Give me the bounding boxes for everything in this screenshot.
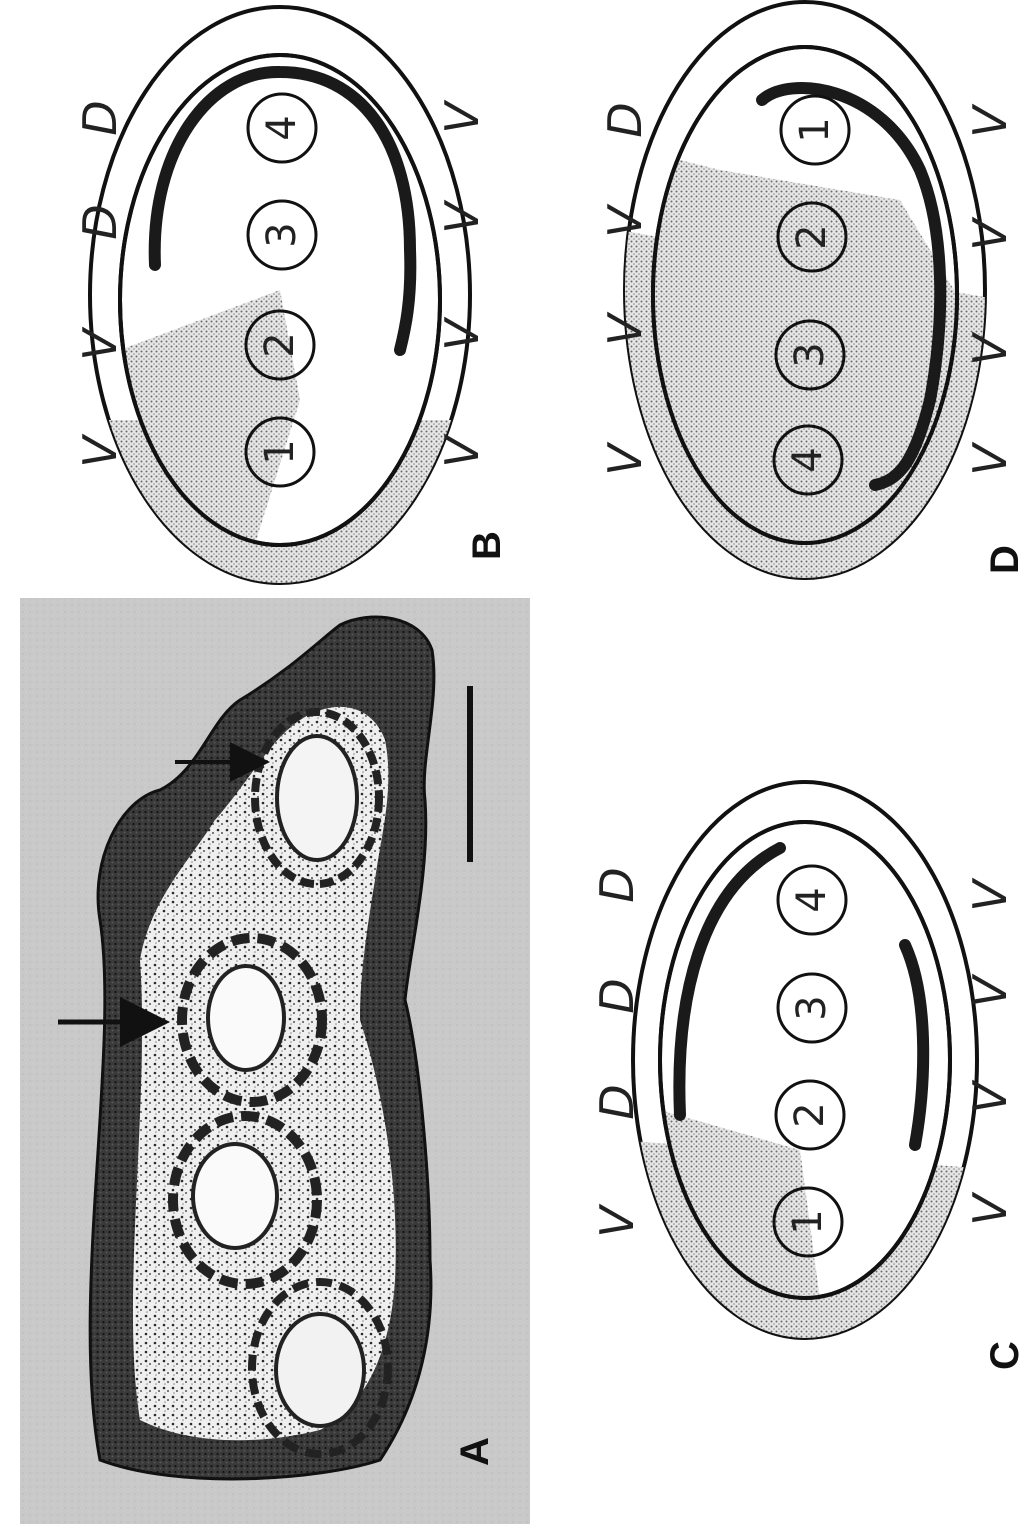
panel-d-bottom-letter-3: V xyxy=(963,216,1017,251)
panel-b: 1 2 3 4 V V D D V V V V B xyxy=(60,7,509,600)
panel-c-top-letter-2: D xyxy=(590,1084,644,1119)
panel-d-bottom-letter-4: V xyxy=(963,103,1017,138)
panel-a: A xyxy=(20,598,530,1524)
panel-c-bottom-letter-3: V xyxy=(963,973,1017,1008)
svg-text:3: 3 xyxy=(259,222,305,247)
panel-c-bottom-letter-2: V xyxy=(963,1079,1017,1114)
panel-b-bottom-letter-2: V xyxy=(435,316,489,351)
svg-text:4: 4 xyxy=(789,887,835,912)
svg-text:2: 2 xyxy=(787,1102,833,1127)
svg-text:3: 3 xyxy=(789,995,835,1020)
svg-text:1: 1 xyxy=(792,117,838,142)
svg-text:1: 1 xyxy=(785,1209,831,1234)
panel-c-bottom-letter-4: V xyxy=(963,877,1017,912)
panel-c: 1 2 3 4 V D D D V V V V C xyxy=(590,782,1027,1370)
panel-b-label: B xyxy=(465,531,509,560)
panel-d-top-letter-1: V xyxy=(598,441,652,476)
panel-d-bottom-letter-1: V xyxy=(963,441,1017,476)
svg-text:2: 2 xyxy=(257,332,303,357)
cavity-lower-middle xyxy=(193,1144,277,1248)
panel-b-bottom-letter-3: V xyxy=(435,199,489,234)
panel-d-top-letter-4: D xyxy=(598,102,652,137)
panel-a-label: A xyxy=(453,1437,497,1466)
panel-c-top-letter-3: D xyxy=(590,978,644,1013)
cavity-right xyxy=(277,736,357,860)
svg-text:3: 3 xyxy=(787,342,833,367)
svg-text:4: 4 xyxy=(259,115,305,140)
panel-b-top-letter-3: D xyxy=(73,204,127,239)
svg-text:2: 2 xyxy=(789,224,835,249)
svg-text:4: 4 xyxy=(785,447,831,472)
panel-c-bottom-letter-1: V xyxy=(963,1191,1017,1226)
cavity-upper-middle xyxy=(208,966,284,1070)
panel-d-label: D xyxy=(983,545,1027,574)
panel-b-top-letter-1: V xyxy=(73,433,127,468)
panel-d-top-letter-3: V xyxy=(598,203,652,238)
svg-text:1: 1 xyxy=(257,439,303,464)
panel-c-label: C xyxy=(983,1341,1027,1370)
panel-b-bottom-letter-1: V xyxy=(435,433,489,468)
cavity-left xyxy=(276,1314,364,1426)
panel-d: 4 3 2 1 V V V D V V V V D xyxy=(598,2,1027,600)
panel-c-top-letter-4: D xyxy=(590,867,644,902)
panel-d-bottom-letter-2: V xyxy=(963,331,1017,366)
panel-b-top-letter-4: D xyxy=(73,100,127,135)
panel-b-top-letter-2: V xyxy=(73,326,127,361)
panel-d-top-letter-2: V xyxy=(598,311,652,346)
panel-c-top-letter-1: V xyxy=(590,1203,644,1238)
panel-b-bottom-letter-4: V xyxy=(435,99,489,134)
